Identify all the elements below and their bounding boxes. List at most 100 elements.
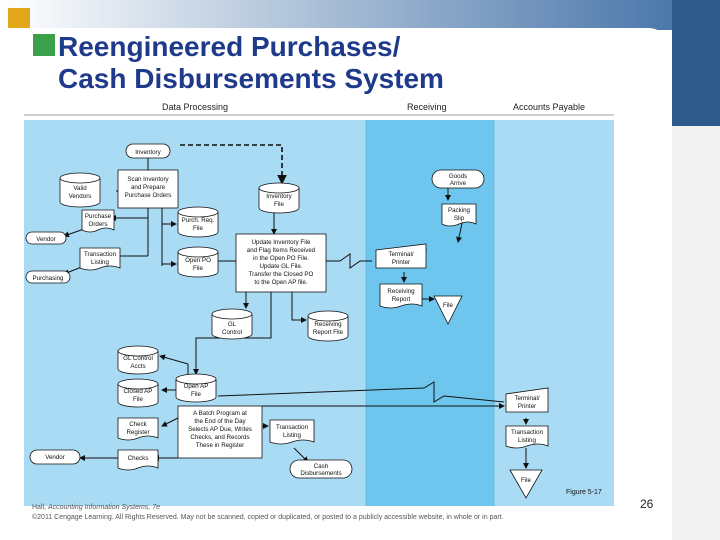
lane-header-data-processing: Data Processing (162, 102, 228, 112)
flowchart-diagram: Data Processing Receiving Accounts Payab… (24, 102, 614, 506)
open-ap-line-2: File (191, 391, 202, 398)
node-inventory-file: Inventory File (258, 182, 300, 214)
open-po-line-1: Open PO (185, 257, 211, 264)
node-valid-vendors: Valid Vendors (59, 172, 101, 208)
rcv-report-line-1: Receiving (387, 288, 415, 295)
node-scan-inventory: Scan Inventory and Prepare Purchase Orde… (117, 169, 179, 209)
txn-listing-cd-line-2: Listing (283, 432, 301, 439)
node-file-ap: File (509, 469, 543, 499)
vendor-top-label: Vendor (36, 236, 56, 243)
terminal-rcv-line-1: Terminal/ (388, 251, 413, 258)
footer-copyright: ©2011 Cengage Learning. All Rights Reser… (32, 514, 504, 521)
node-open-po-file: Open PO File (177, 246, 219, 278)
file-rcv-label: File (443, 302, 454, 309)
gl-accts-line-2: Accts (130, 363, 145, 370)
valid-vendors-line-1: Valid (73, 185, 87, 192)
rcv-report-line-2: Report (392, 296, 411, 303)
update-line-5: Transfer the Closed PO (249, 271, 314, 278)
goods-arrive-line-1: Goods (449, 173, 467, 180)
update-line-1: Update Inventory File (252, 239, 311, 246)
purchase-orders-line-1: Purchase (85, 213, 112, 220)
batch-line-2: the End of the Day (194, 418, 246, 425)
file-ap-label: File (521, 477, 532, 484)
packing-slip-line-1: Packing (448, 207, 471, 214)
node-gl-control-accts: GL Control Accts (117, 345, 159, 375)
node-packing-slip: Packing Slip (441, 203, 477, 227)
node-cash-disbursements: Cash Disbursements (289, 459, 353, 479)
page-number: 26 (640, 497, 654, 511)
update-line-6: to the Open AP file. (254, 279, 307, 286)
node-purch-req-file: Purch. Req. File (177, 206, 219, 238)
node-check-register: Check Register (117, 417, 159, 441)
node-file-receiving: File (433, 295, 463, 325)
txn-listing-dp-line-1: Transaction (84, 251, 117, 258)
batch-line-1: A Batch Program at (193, 410, 247, 417)
open-ap-line-1: Open AP (184, 383, 209, 390)
orange-accent-square (8, 8, 30, 30)
footer: Hall, Accounting Information Systems, 7e… (32, 503, 504, 523)
node-goods-arrive: Goods Arrive (431, 169, 485, 189)
slide-title: Reengineered Purchases/ Cash Disbursemen… (58, 31, 444, 95)
node-checks: Checks (117, 449, 159, 471)
terminal-ap-line-1: Terminal/ (514, 395, 539, 402)
purch-req-line-1: Purch. Req. (182, 217, 215, 224)
open-po-line-2: File (193, 265, 204, 272)
node-transaction-listing-cd: Transaction Listing (269, 419, 315, 445)
node-transaction-listing-ap: Transaction Listing (505, 425, 549, 449)
node-update-process: Update Inventory File and Flag Items Rec… (235, 233, 327, 293)
check-register-line-1: Check (129, 421, 147, 428)
right-accent-bar (672, 0, 720, 126)
node-open-ap-file: Open AP File (175, 373, 217, 403)
batch-line-5: These in Register (196, 442, 245, 449)
node-inventory: Inventory (125, 143, 171, 159)
scan-line-1: Scan Inventory (127, 176, 169, 183)
check-register-line-2: Register (126, 429, 149, 436)
node-closed-ap-file: Closed AP File (117, 378, 159, 408)
node-transaction-listing-dp: Transaction Listing (79, 247, 121, 271)
gl-control-line-2: Control (222, 329, 242, 336)
rr-file-line-2: Report File (313, 329, 344, 336)
update-line-4: Update GL File. (259, 263, 302, 270)
txn-listing-cd-line-1: Transaction (276, 424, 309, 431)
update-line-2: and Flag Items Received (247, 247, 316, 254)
node-vendor-top: Vendor (25, 231, 67, 245)
title-line-1: Reengineered Purchases/ (58, 31, 401, 62)
scan-line-2: and Prepare (131, 184, 166, 191)
gl-accts-line-1: GL Control (123, 355, 153, 362)
node-batch-program: A Batch Program at the End of the Day Se… (177, 405, 263, 459)
batch-line-4: Checks, and Records (190, 434, 249, 441)
footer-book-title: Accounting Information Systems, 7e (47, 504, 161, 511)
rr-file-line-1: Receiving (314, 321, 342, 328)
batch-line-3: Selects AP Due, Writes (188, 426, 252, 433)
node-receiving-report: Receiving Report (379, 283, 423, 309)
packing-slip-line-2: Slip (454, 215, 465, 222)
title-line-2: Cash Disbursements System (58, 63, 444, 94)
scan-line-3: Purchase Orders (125, 192, 172, 199)
cash-disb-line-2: Disbursements (300, 470, 341, 477)
purch-req-line-2: File (193, 225, 204, 232)
top-banner-gradient (0, 0, 720, 30)
terminal-ap-line-2: Printer (518, 403, 536, 410)
cash-disb-line-1: Cash (314, 463, 329, 470)
terminal-rcv-line-2: Printer (392, 259, 410, 266)
lane-header-receiving: Receiving (407, 102, 447, 112)
purchase-orders-line-2: Orders (89, 221, 108, 228)
footer-author: Hall, (32, 504, 48, 511)
vendor-bottom-label: Vendor (45, 454, 65, 461)
closed-ap-line-2: File (133, 396, 144, 403)
node-terminal-printer-ap: Terminal/ Printer (505, 387, 549, 413)
goods-arrive-line-2: Arrive (450, 180, 467, 187)
inventory-file-line-2: File (274, 201, 285, 208)
txn-listing-ap-line-2: Listing (518, 437, 536, 444)
footer-citation: Hall, Accounting Information Systems, 7e (32, 503, 504, 513)
checks-label: Checks (128, 455, 149, 462)
node-purchasing: Purchasing (25, 270, 71, 284)
node-gl-control: GL Control (211, 308, 253, 340)
right-lower-bar (672, 126, 720, 540)
closed-ap-line-1: Closed AP (124, 388, 153, 395)
node-inventory-label: Inventory (135, 149, 161, 156)
figure-label: Figure 5-17 (566, 489, 602, 496)
node-receiving-report-file: Receiving Report File (307, 310, 349, 342)
node-purchase-orders: Purchase Orders (81, 209, 115, 233)
txn-listing-ap-line-1: Transaction (511, 429, 544, 436)
